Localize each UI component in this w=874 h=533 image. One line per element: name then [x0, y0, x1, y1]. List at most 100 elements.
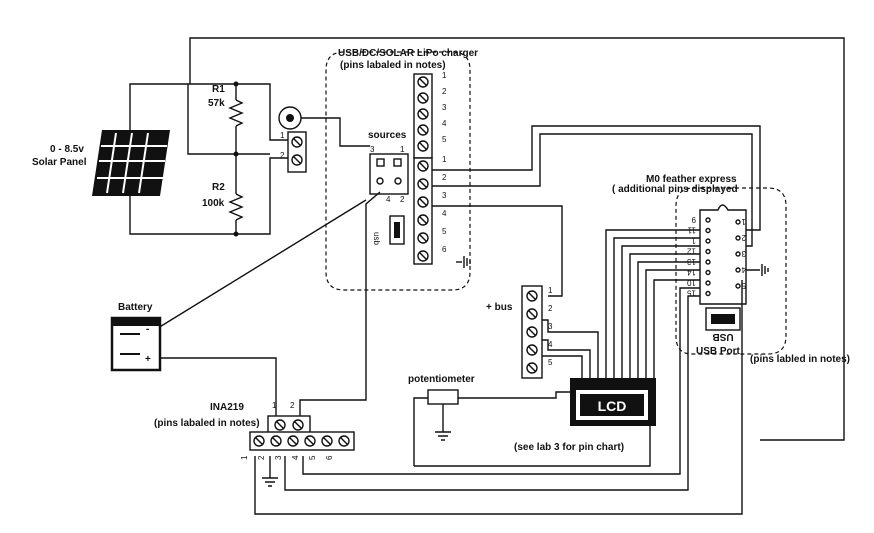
solar-panel	[92, 130, 170, 196]
charger-bottom-screw	[417, 178, 429, 190]
pot-ground	[435, 404, 451, 441]
bus-pin-label: 1	[548, 286, 553, 295]
feather-right-pin	[735, 283, 741, 289]
ina219-bottom-pin-label: 6	[325, 455, 334, 460]
wire-bus-lcd-1	[542, 319, 599, 378]
r1-name: R1	[212, 84, 225, 95]
charger-top-pin-label: 1	[442, 71, 447, 80]
ina219-bottom-pin-label: 2	[257, 455, 266, 460]
charger-bottom-pin-label: 3	[442, 191, 447, 200]
feather-left-pin	[705, 269, 711, 276]
charger-top-screw	[417, 108, 429, 120]
feather-right-pin	[735, 219, 741, 225]
ina219-title: INA219	[210, 402, 244, 413]
potentiometer	[427, 389, 459, 405]
charger-bottom-pin-label: 5	[442, 227, 447, 236]
feather-left-pin-label: 1	[691, 236, 696, 245]
wire-lcd-feather-1	[605, 229, 700, 378]
r2-name: R2	[212, 182, 225, 193]
feather-left-pin-label: 14	[687, 268, 696, 277]
bus-screw	[526, 308, 538, 320]
wire-pot-left	[413, 397, 428, 466]
feather-left-pin-label: 10	[687, 278, 696, 287]
wire-bus-lcd-3	[542, 355, 583, 378]
feather-right-pin-label: 1	[741, 217, 746, 226]
junction-dot	[233, 231, 239, 237]
feather-right-pin	[735, 267, 741, 273]
potentiometer-label: potentiometer	[408, 374, 475, 385]
wire-ina-pin3	[284, 295, 700, 491]
feather-left-pin-label: 11	[687, 226, 696, 235]
lcd-note: (see lab 3 for pin chart)	[514, 442, 624, 453]
wire-r2-to-connector	[236, 157, 288, 235]
charger-usb-inner	[394, 222, 400, 238]
ina219-top-screw	[274, 419, 286, 431]
feather-usb-port	[705, 307, 741, 331]
wire-bus-lcd-2	[542, 339, 591, 378]
feather-usb-label: USB	[712, 331, 733, 342]
wire-ina-to-source	[299, 191, 381, 422]
wire-battery-neg	[157, 199, 367, 329]
wire-lcd-feather-7	[653, 279, 700, 378]
ina219-bottom-pin-label: 4	[291, 455, 300, 460]
solar-pin-2: 2	[280, 151, 285, 160]
feather-usb-inner	[711, 314, 735, 324]
resistor-r1	[228, 99, 244, 127]
wire-solar-bottom	[129, 196, 237, 235]
bus-screw	[526, 290, 538, 302]
source-pin-3: 3	[370, 145, 375, 154]
r1-value: 57k	[208, 98, 225, 109]
charger-bottom-screw	[417, 196, 429, 208]
wire-r1-to-connector	[236, 83, 288, 141]
charger-title: USB/DC/SOLAR LiPo charger	[338, 48, 478, 59]
feather-left-pin-label: 9	[691, 215, 696, 224]
bus-screw	[526, 344, 538, 356]
charger-ground-symbol	[463, 256, 471, 268]
bus-screw	[526, 362, 538, 374]
battery	[110, 316, 162, 372]
charger-note: (pins labaled in notes)	[340, 60, 446, 71]
feather-right-pin-label: 5	[741, 281, 746, 290]
sources-label: sources	[368, 130, 407, 141]
resistor-r2	[228, 193, 244, 221]
ina219-notes: (pins labaled in notes)	[154, 418, 260, 429]
feather-left-pin	[705, 290, 711, 297]
feather-right-pin	[735, 251, 741, 257]
feather-left-pin	[705, 227, 711, 234]
ina219-top-pin-1: 1	[272, 401, 277, 410]
battery-neg-label: -	[146, 324, 149, 335]
ina219-bottom-screw	[270, 435, 282, 447]
ina219-bottom-screw	[338, 435, 350, 447]
ina219-top-pin-2: 2	[290, 401, 295, 410]
wire-charger-to-bus	[432, 205, 563, 297]
battery-label: Battery	[118, 302, 153, 313]
wire-lcd-feather-4	[629, 253, 700, 378]
wire-charger-to-feather-2	[432, 133, 753, 247]
feather-left-pin	[705, 238, 711, 244]
solar-panel-label: Solar Panel	[32, 157, 87, 168]
charger-bottom-pin-label: 6	[442, 245, 447, 254]
charger-top-screw	[417, 124, 429, 136]
feather-left-pin	[705, 248, 711, 255]
wire-battery-pos	[160, 357, 277, 422]
feather-usb-port-label: USB Port	[696, 346, 741, 357]
bus-pin-label: 2	[548, 304, 553, 313]
charger-top-pin-label: 2	[442, 87, 447, 96]
feather-left-pin-label: 12	[687, 247, 696, 256]
charger-bottom-pin-label: 4	[442, 209, 447, 218]
charger-usb-label: usb	[372, 232, 381, 245]
charger-top-screw	[417, 92, 429, 104]
source-pin-4: 4	[386, 195, 391, 204]
wire-lcd-feather-3	[621, 245, 700, 378]
feather-left-pin-label: 15	[687, 289, 696, 298]
dc-jack-center	[286, 114, 294, 122]
solar-panel-voltage: 0 - 8.5v	[50, 144, 84, 155]
feather-title: M0 feather express	[646, 174, 737, 185]
feather-right-pin-label: 2	[741, 233, 746, 242]
lcd-text: LCD	[598, 398, 627, 414]
wire-lcd-feather-6	[645, 269, 700, 378]
charger-bottom-screw	[417, 214, 429, 226]
charger-top-pin-label: 4	[442, 119, 447, 128]
ina219-bottom-pin-label: 1	[240, 455, 249, 460]
